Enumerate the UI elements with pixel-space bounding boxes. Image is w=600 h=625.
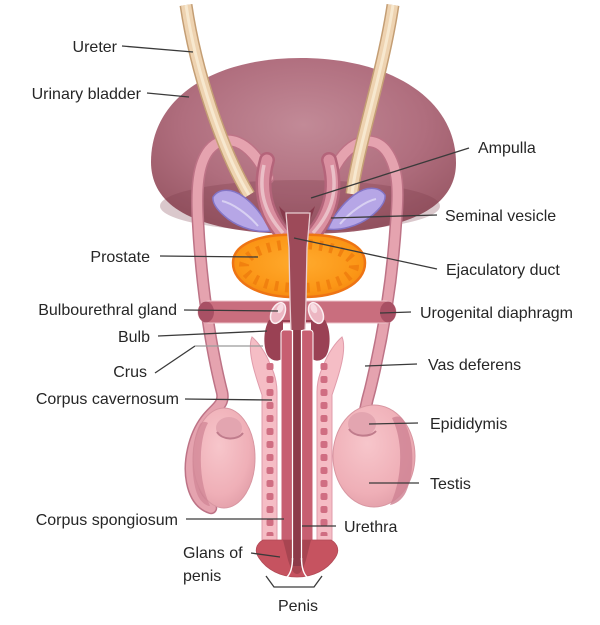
ureter-left	[179, 4, 255, 199]
leader-prostate	[159, 255, 259, 258]
cavernosum-dots-right	[320, 360, 328, 536]
leader-crus-diagonal	[154, 345, 196, 374]
label-bulbourethral-gland: Bulbourethral gland	[38, 302, 177, 319]
label-bulb: Bulb	[117, 329, 150, 346]
label-penis: Penis	[277, 598, 319, 615]
label-testis: Testis	[430, 476, 471, 493]
label-corpus-spongiosum: Corpus spongiosum	[35, 512, 178, 529]
penis-bracket	[265, 575, 323, 588]
leader-vas-deferens	[364, 363, 418, 367]
epididymis-head-right	[348, 412, 376, 436]
label-epididymis: Epididymis	[430, 416, 508, 433]
leader-lines	[121, 45, 470, 588]
cavernosum-dots-left	[266, 360, 274, 536]
leader-urinary-bladder	[146, 92, 190, 98]
label-prostate: Prostate	[90, 249, 150, 266]
leader-seminal-vesicle	[330, 214, 438, 219]
corpus-cavernosum-right	[316, 336, 345, 546]
urethra-shape	[286, 330, 308, 578]
bulbourethral-gland-left	[269, 301, 287, 325]
leader-glans-of-penis	[250, 552, 281, 558]
bulbourethral-gland-right	[307, 301, 325, 325]
ampulla-right	[302, 152, 341, 246]
testis-right	[332, 404, 416, 508]
ampulla-left	[255, 152, 294, 246]
seminal-vesicle-right	[326, 187, 386, 231]
urethral-meatus	[286, 557, 294, 578]
leader-ureter	[121, 45, 194, 53]
leader-ejaculatory-duct	[293, 237, 438, 270]
label-corpus-cavernosum: Corpus cavernosum	[35, 391, 179, 408]
epididymis-head-left	[216, 417, 242, 439]
label-glans-of-penis: Glans of penis	[183, 545, 243, 585]
label-urogenital-diaphragm: Urogenital diaphragm	[420, 305, 573, 322]
leader-ampulla	[310, 147, 470, 199]
label-urinary-bladder: Urinary bladder	[31, 86, 141, 103]
label-ampulla: Ampulla	[478, 140, 536, 157]
ureter-right	[345, 4, 400, 195]
label-crus: Crus	[113, 364, 147, 381]
vas-deferens-right	[323, 135, 404, 433]
label-seminal-vesicle: Seminal vesicle	[445, 208, 557, 225]
leader-urogenital-diaphragm	[379, 311, 412, 314]
label-urethra: Urethra	[344, 519, 398, 536]
leader-corpus-cavernosum	[184, 398, 273, 401]
label-vas-deferens: Vas deferens	[428, 357, 522, 374]
label-ureter: Ureter	[72, 39, 117, 56]
leader-bulbourethral-gland	[183, 309, 279, 312]
corpus-cavernosum-left	[249, 336, 278, 546]
seminal-vesicle-left	[212, 189, 272, 233]
label-ejaculatory-duct: Ejaculatory duct	[446, 262, 560, 279]
vas-deferens-left	[184, 134, 275, 515]
epididymis-left	[192, 421, 210, 506]
leader-epididymis	[368, 422, 419, 425]
leader-bulb	[157, 330, 268, 337]
testis-left	[192, 407, 256, 509]
